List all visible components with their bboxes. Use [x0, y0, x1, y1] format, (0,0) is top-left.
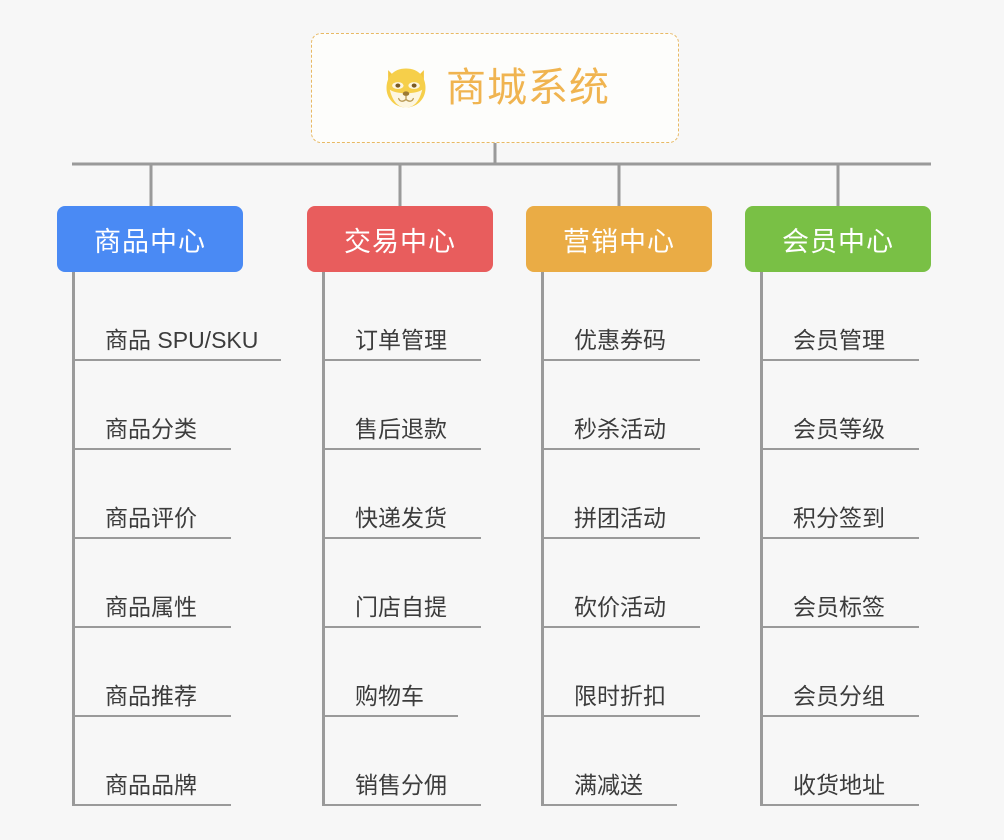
leaf-item[interactable]: 商品评价 — [75, 450, 231, 539]
leaf-label: 秒杀活动 — [574, 415, 666, 442]
leaf-item[interactable]: 商品 SPU/SKU — [75, 272, 281, 361]
leaf-list-marketing-center: 优惠券码秒杀活动拼团活动砍价活动限时折扣满减送 — [541, 272, 700, 806]
leaf-item[interactable]: 商品分类 — [75, 361, 231, 450]
category-box-trade-center[interactable]: 交易中心 — [307, 206, 493, 272]
category-box-member-center[interactable]: 会员中心 — [745, 206, 931, 272]
leaf-label: 购物车 — [355, 682, 424, 709]
leaf-item[interactable]: 会员管理 — [763, 272, 919, 361]
leaf-label: 售后退款 — [355, 415, 447, 442]
leaf-item[interactable]: 销售分佣 — [325, 717, 481, 806]
leaf-item[interactable]: 会员分组 — [763, 628, 919, 717]
leaf-item[interactable]: 砍价活动 — [544, 539, 700, 628]
category-box-product-center[interactable]: 商品中心 — [57, 206, 243, 272]
leaf-label: 销售分佣 — [355, 771, 447, 798]
leaf-label: 快递发货 — [355, 504, 447, 531]
leaf-list-trade-center: 订单管理售后退款快递发货门店自提购物车销售分佣 — [322, 272, 481, 806]
leaf-label: 商品品牌 — [105, 771, 197, 798]
category-label: 交易中心 — [344, 226, 456, 257]
leaf-label: 满减送 — [574, 771, 643, 798]
leaf-item[interactable]: 商品属性 — [75, 539, 231, 628]
leaf-label: 门店自提 — [355, 593, 447, 620]
root-node[interactable]: 商城系统 — [311, 33, 679, 143]
leaf-item[interactable]: 商品推荐 — [75, 628, 231, 717]
shiba-dog-face-icon — [386, 68, 426, 108]
leaf-list-member-center: 会员管理会员等级积分签到会员标签会员分组收货地址 — [760, 272, 919, 806]
category-label: 商品中心 — [94, 226, 206, 257]
leaf-label: 会员分组 — [793, 682, 885, 709]
leaf-item[interactable]: 积分签到 — [763, 450, 919, 539]
leaf-item[interactable]: 收货地址 — [763, 717, 919, 806]
leaf-item[interactable]: 优惠券码 — [544, 272, 700, 361]
leaf-item[interactable]: 商品品牌 — [75, 717, 231, 806]
leaf-label: 商品分类 — [105, 415, 197, 442]
leaf-label: 砍价活动 — [574, 593, 666, 620]
leaf-item[interactable]: 限时折扣 — [544, 628, 700, 717]
leaf-label: 限时折扣 — [574, 682, 666, 709]
leaf-label: 商品推荐 — [105, 682, 197, 709]
root-title: 商城系统 — [446, 66, 610, 110]
leaf-item[interactable]: 会员等级 — [763, 361, 919, 450]
leaf-label: 积分签到 — [793, 504, 885, 531]
category-label: 营销中心 — [563, 226, 675, 257]
leaf-item[interactable]: 订单管理 — [325, 272, 481, 361]
leaf-item[interactable]: 会员标签 — [763, 539, 919, 628]
leaf-label: 拼团活动 — [574, 504, 666, 531]
leaf-label: 优惠券码 — [574, 326, 666, 353]
leaf-item[interactable]: 快递发货 — [325, 450, 481, 539]
category-label: 会员中心 — [782, 226, 894, 257]
leaf-list-product-center: 商品 SPU/SKU 商品分类商品评价商品属性商品推荐商品品牌 — [72, 272, 281, 806]
leaf-label: 商品 SPU/SKU — [105, 326, 259, 353]
leaf-item[interactable]: 秒杀活动 — [544, 361, 700, 450]
leaf-item[interactable]: 门店自提 — [325, 539, 481, 628]
leaf-label: 订单管理 — [355, 326, 447, 353]
leaf-item[interactable]: 满减送 — [544, 717, 677, 806]
leaf-label: 收货地址 — [793, 771, 885, 798]
leaf-label: 会员等级 — [793, 415, 885, 442]
category-box-marketing-center[interactable]: 营销中心 — [526, 206, 712, 272]
leaf-label: 商品评价 — [105, 504, 197, 531]
leaf-item[interactable]: 售后退款 — [325, 361, 481, 450]
leaf-label: 商品属性 — [105, 593, 197, 620]
leaf-label: 会员标签 — [793, 593, 885, 620]
leaf-item[interactable]: 购物车 — [325, 628, 458, 717]
leaf-label: 会员管理 — [793, 326, 885, 353]
leaf-item[interactable]: 拼团活动 — [544, 450, 700, 539]
